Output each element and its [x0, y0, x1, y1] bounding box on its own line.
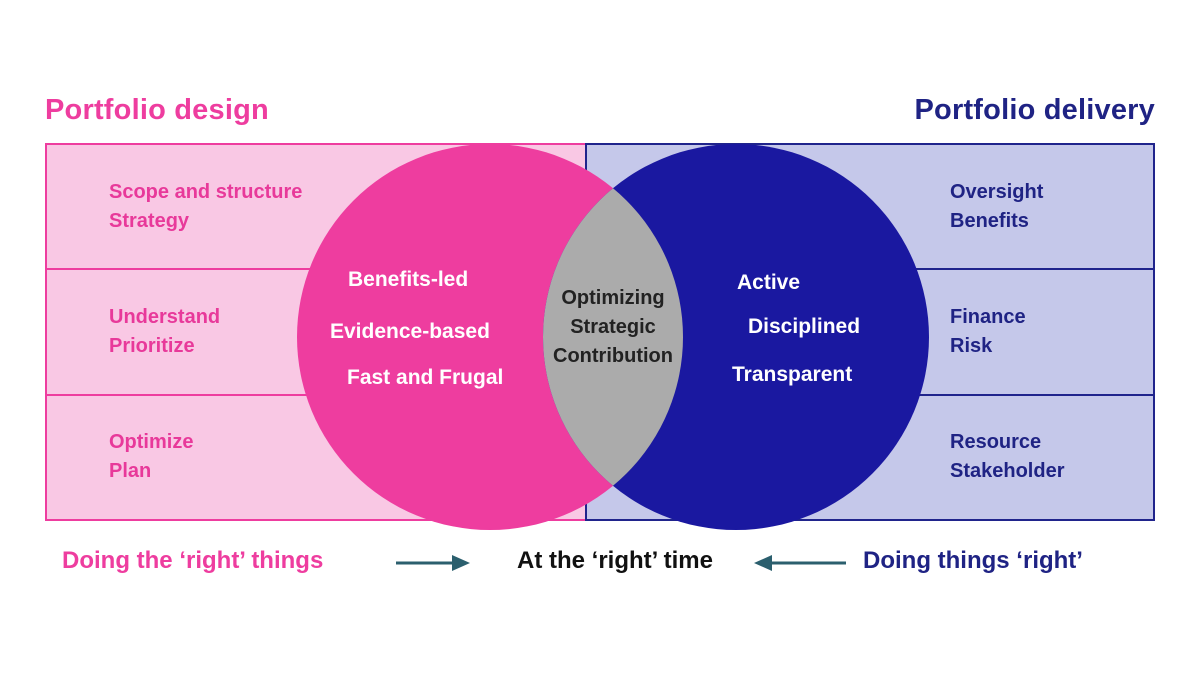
overlap-label: Optimizing Strategic Contribution — [528, 284, 698, 371]
design-row-optimize-line2: Plan — [109, 460, 152, 483]
overlap-label-line1: Optimizing — [561, 287, 665, 309]
caption-doing-right-things: Doing the ‘right’ things — [62, 547, 324, 574]
overlap-label-line3: Contribution — [553, 345, 673, 367]
design-circle-item-evidence-based: Evidence-based — [330, 320, 490, 343]
delivery-row-oversight-line1: Oversight — [950, 180, 1044, 203]
design-row-understand-line1: Understand — [109, 305, 221, 328]
delivery-row-oversight-line2: Benefits — [950, 209, 1029, 232]
design-row-optimize-line1: Optimize — [109, 431, 194, 454]
design-row-scope: Scope and structure Strategy — [47, 145, 613, 268]
delivery-row-oversight: Oversight Benefits — [587, 145, 1153, 268]
caption-doing-things-right: Doing things ‘right’ — [863, 547, 1083, 574]
delivery-row-finance-line2: Risk — [950, 334, 993, 357]
design-row-understand-line2: Prioritize — [109, 334, 195, 357]
arrow-left-icon — [754, 555, 846, 571]
delivery-circle-item-disciplined: Disciplined — [748, 315, 861, 338]
delivery-row-resource-line2: Stakeholder — [950, 460, 1065, 483]
design-row-optimize: Optimize Plan — [47, 393, 613, 519]
delivery-row-resource: Resource Stakeholder — [587, 393, 1153, 519]
design-circle-item-fast-and-frugal: Fast and Frugal — [347, 366, 504, 389]
caption-at-right-time: At the ‘right’ time — [516, 547, 713, 574]
portfolio-design-title: Portfolio design — [45, 94, 269, 126]
overlap-label-line2: Strategic — [570, 316, 656, 338]
delivery-row-resource-line1: Resource — [950, 431, 1042, 454]
delivery-circle-item-active: Active — [737, 271, 801, 294]
delivery-circle-item-transparent: Transparent — [732, 363, 853, 386]
portfolio-delivery-title: Portfolio delivery — [914, 94, 1155, 126]
delivery-row-finance-line1: Finance — [950, 305, 1026, 328]
arrow-right-icon — [396, 555, 470, 571]
design-row-scope-line2: Strategy — [109, 209, 190, 232]
design-row-scope-line1: Scope and structure — [109, 180, 303, 203]
design-circle-item-benefits-led: Benefits-led — [348, 268, 469, 291]
